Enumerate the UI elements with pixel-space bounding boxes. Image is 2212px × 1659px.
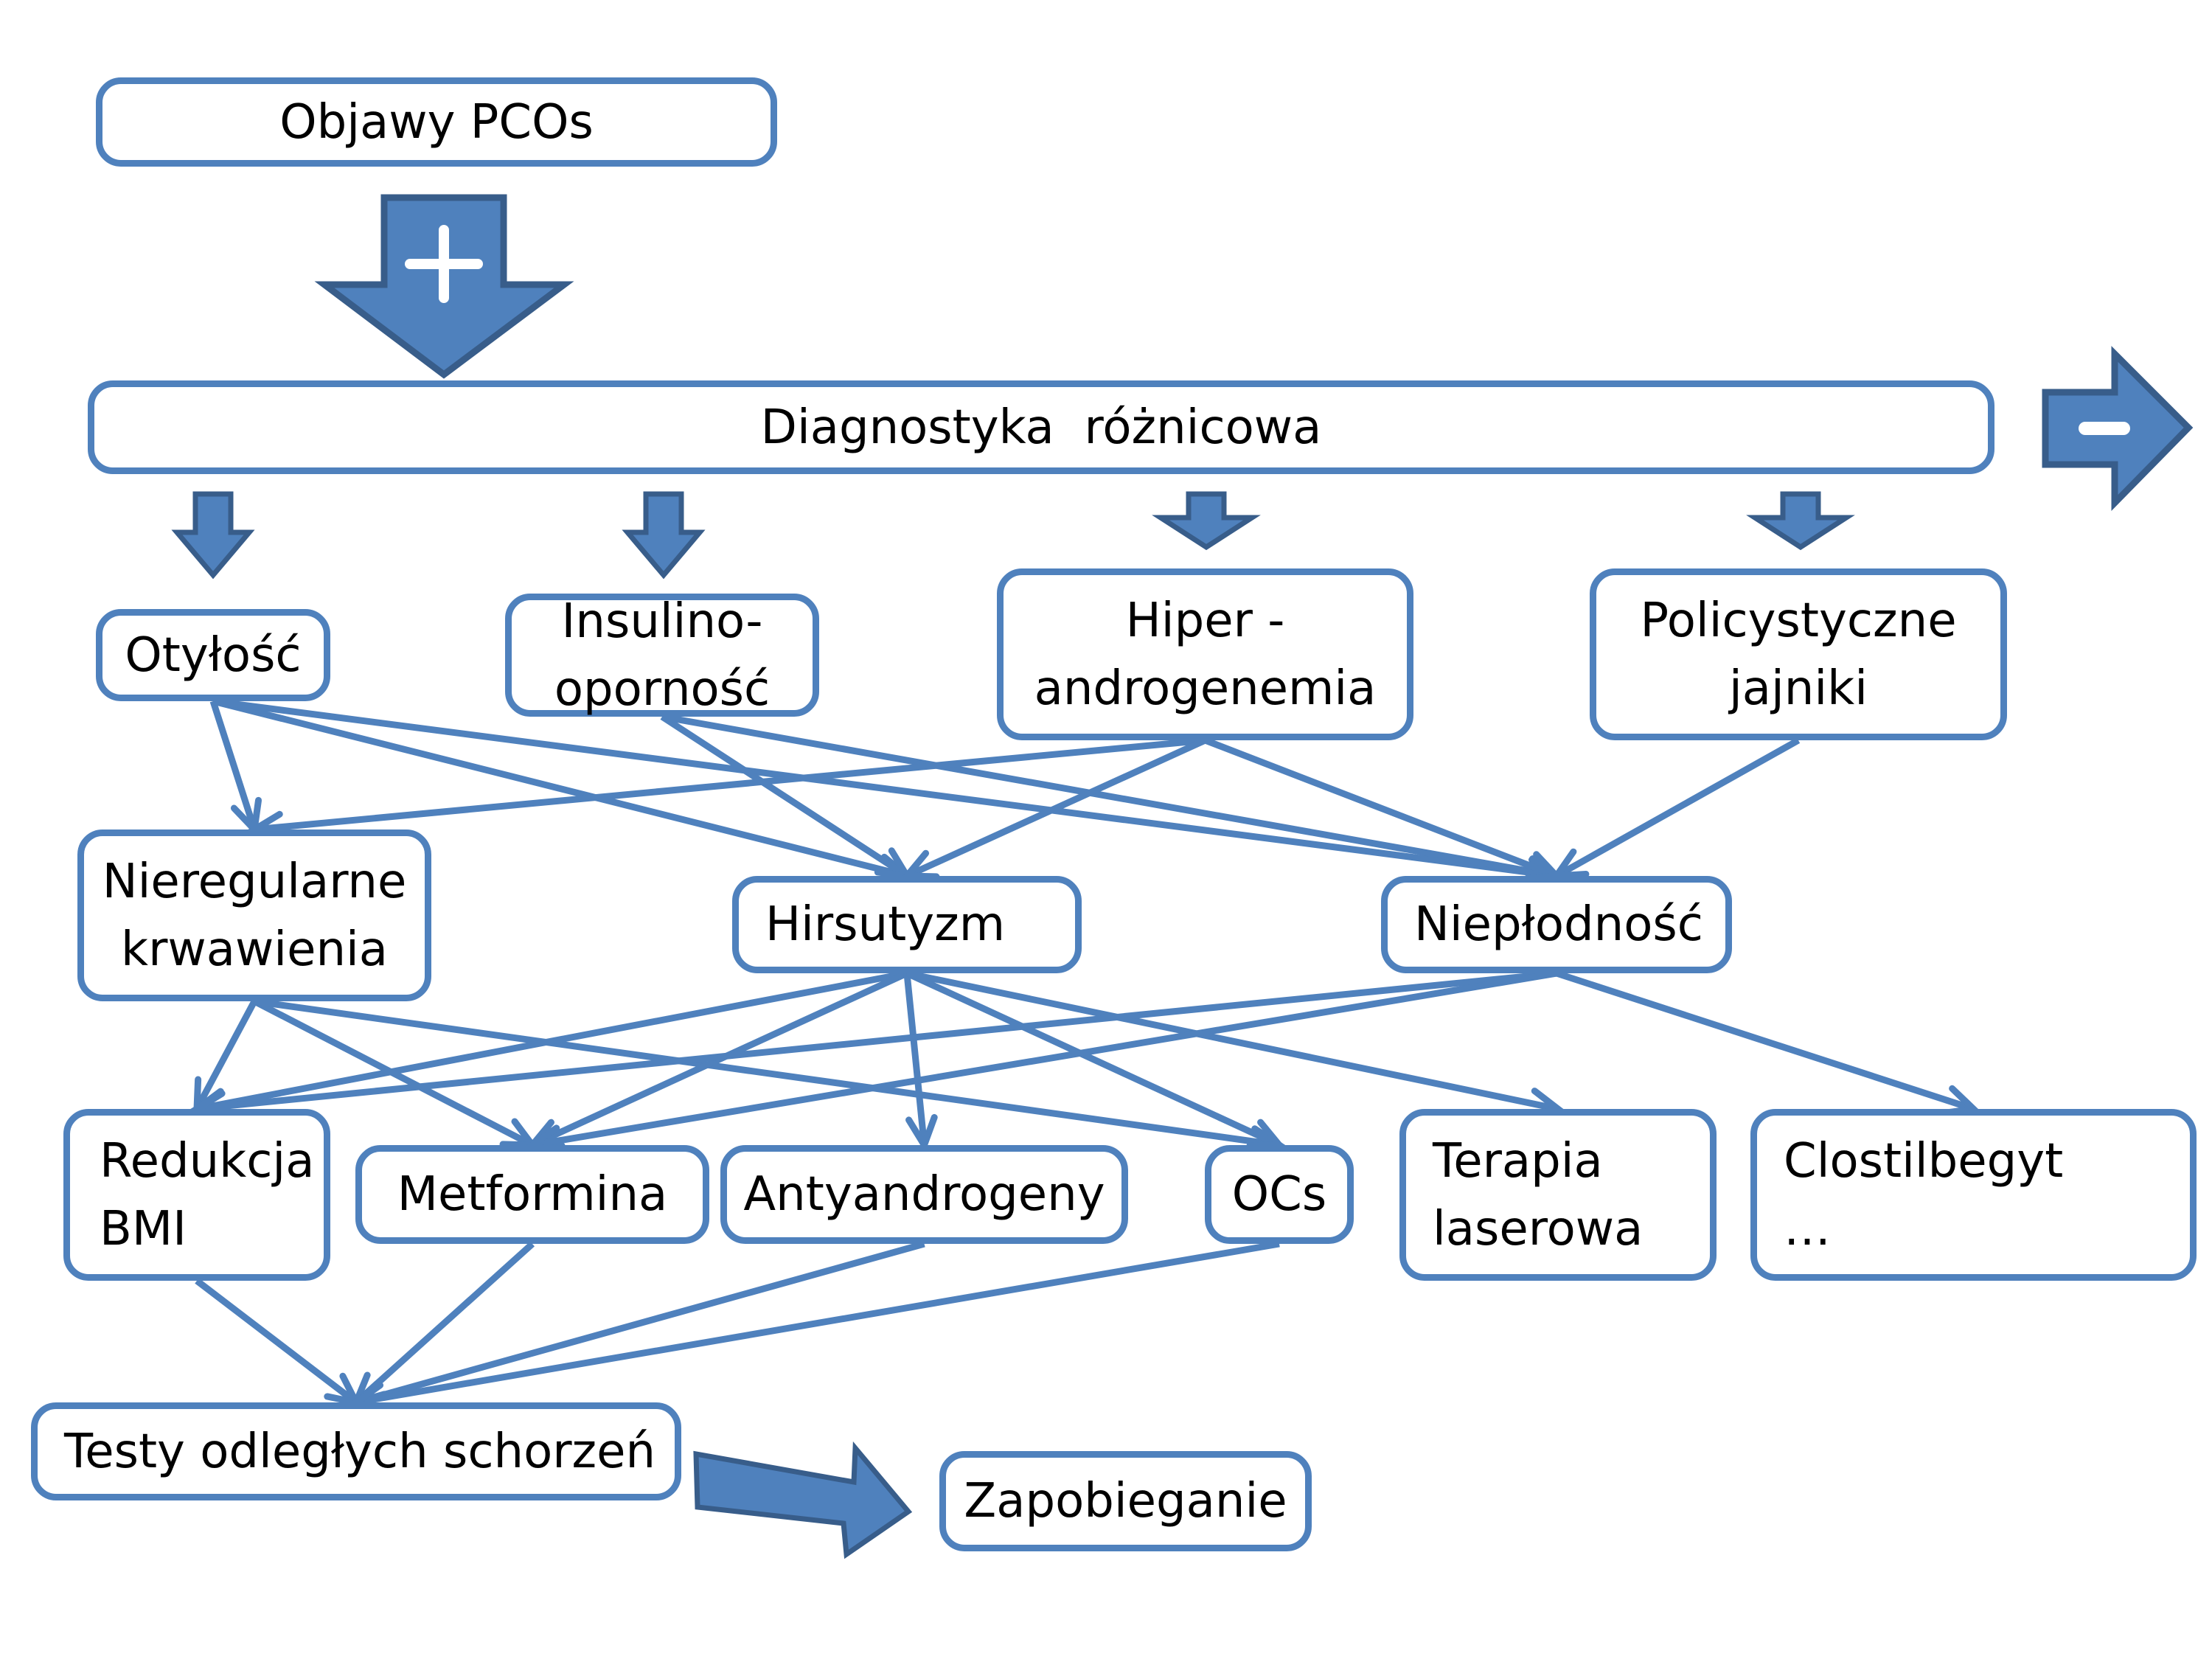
plus-down-arrow-icon [314, 194, 574, 379]
node-insulinoopornosc: Insulino- oporność [505, 594, 819, 717]
edge-antyandrogeny-testy [355, 1240, 925, 1406]
right-arrow-icon [693, 1441, 913, 1559]
node-label: Hiper - androgenemia [1034, 593, 1377, 716]
edge-nieregularne-ocs [254, 998, 1280, 1149]
edge-hirsutyzm-ocs [905, 970, 1281, 1149]
node-testy-odleglych-schorzen: Testy odległych schorzeń [31, 1402, 681, 1500]
node-label: Clostilbegyt … [1784, 1133, 2064, 1256]
edge-policystyczne-nieplodnosc [1554, 737, 1801, 879]
edge-metformina-testy [353, 1241, 535, 1405]
node-hirsutyzm: Hirsutyzm [732, 876, 1082, 973]
edge-hirsutyzm-redukcja [196, 970, 908, 1113]
node-redukcja-bmi: Redukcja BMI [63, 1109, 330, 1281]
edge-hirsutyzm-antyandrogeny [903, 973, 928, 1146]
edge-insulinoopornosc-nieplodnosc [661, 713, 1557, 880]
node-label: Policystyczne jajniki [1640, 593, 1957, 716]
edge-insulinoopornosc-hirsutyzm [660, 714, 909, 879]
edge-otylosc-nieplodnosc [212, 698, 1557, 880]
node-label: Insulino- oporność [554, 594, 771, 717]
node-policystyczne-jajniki: Policystyczne jajniki [1590, 568, 2007, 740]
minus-right-arrow-icon [2042, 346, 2194, 512]
node-label: Nieregularne krwawienia [102, 854, 407, 977]
edge-ocs-testy [355, 1240, 1280, 1406]
node-ocs: OCs [1205, 1145, 1354, 1244]
node-diagnostyka-roznicowa: Diagnostyka różnicowa [88, 380, 1994, 474]
edge-nieplodnosc-metformina [532, 970, 1557, 1149]
edge-redukcja-testy [195, 1278, 358, 1405]
node-label: Antyandrogeny [743, 1167, 1105, 1222]
node-zapobieganie: Zapobieganie [939, 1451, 1312, 1551]
down-arrow-icon [1746, 491, 1855, 551]
edge-otylosc-hirsutyzm [212, 698, 908, 880]
edge-hiperandrogenemia-hirsutyzm [905, 737, 1207, 880]
down-arrow-icon [171, 491, 255, 580]
node-label: Metformina [397, 1167, 668, 1222]
down-arrow-icon [1152, 491, 1261, 551]
node-label: Redukcja BMI [100, 1133, 315, 1256]
down-arrow-icon [622, 491, 706, 580]
node-antyandrogeny: Antyandrogeny [720, 1145, 1128, 1244]
node-clostilbegyt: Clostilbegyt … [1750, 1109, 2197, 1281]
node-label: Objawy PCOs [279, 94, 594, 150]
node-label: Otyłość [125, 627, 302, 683]
node-label: Hirsutyzm [765, 897, 1006, 952]
node-label: Zapobieganie [964, 1474, 1287, 1528]
node-nieplodnosc: Niepłodność [1381, 876, 1732, 973]
edge-nieplodnosc-redukcja [196, 970, 1557, 1113]
edge-nieregularne-redukcja [194, 999, 257, 1111]
node-label: OCs [1231, 1167, 1327, 1222]
edge-hirsutyzm-terapia [906, 970, 1559, 1113]
node-terapia-laserowa: Terapia laserowa [1399, 1109, 1717, 1281]
node-hiperandrogenemia: Hiper - androgenemia [997, 568, 1413, 740]
node-label: Diagnostyka różnicowa [760, 400, 1322, 455]
edge-hiperandrogenemia-nieregularne [254, 737, 1206, 833]
node-label: Terapia laserowa [1433, 1133, 1644, 1256]
node-nieregularne-krwawienia: Nieregularne krwawienia [77, 830, 431, 1001]
node-label: Niepłodność [1414, 897, 1703, 952]
node-metformina: Metformina [355, 1145, 709, 1244]
edge-nieplodnosc-clostilbegyt [1555, 970, 1975, 1113]
node-label: Testy odległych schorzeń [64, 1424, 656, 1479]
node-otylosc: Otyłość [96, 609, 330, 701]
node-objawy-pcos: Objawy PCOs [96, 77, 777, 167]
edge-otylosc-nieregularne [209, 700, 258, 831]
edge-hiperandrogenemia-nieplodnosc [1203, 737, 1558, 880]
